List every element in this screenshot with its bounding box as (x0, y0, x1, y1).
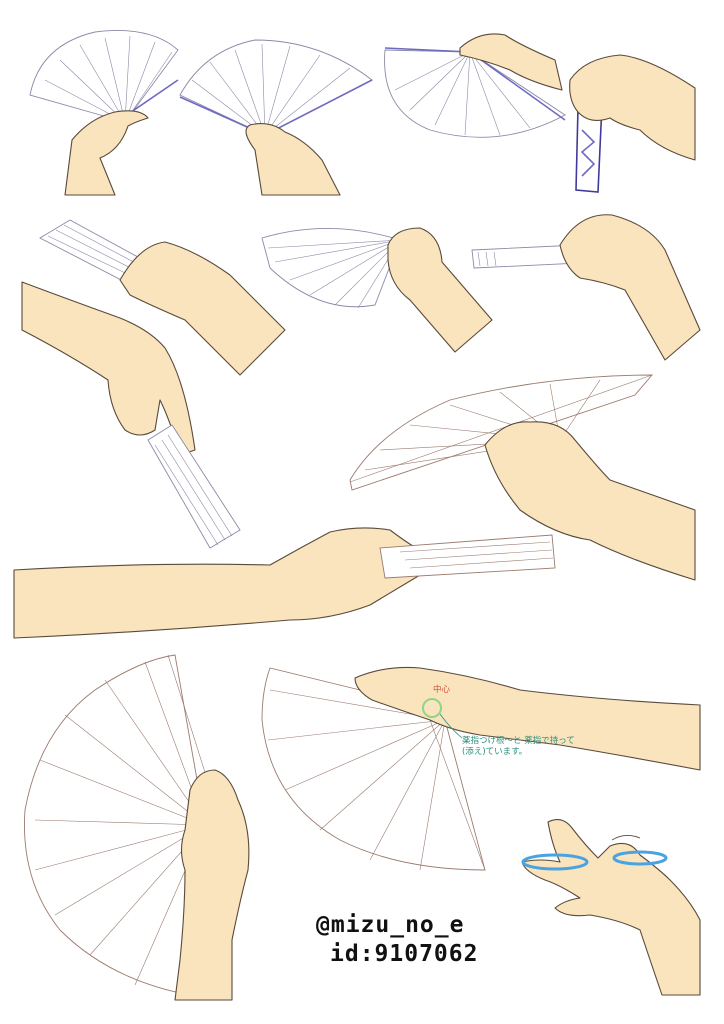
fan-figure-13 (521, 819, 701, 996)
fan-figure-12 (261, 666, 701, 871)
fan-figure-10 (13, 527, 556, 639)
fan-figure-9 (349, 374, 696, 581)
fan-figure-11 (24, 654, 250, 1001)
annotation-note: 薬指つけ根〜と 薬指で持って(添え)ています。 (462, 736, 575, 757)
artist-id: id:9107062 (330, 941, 479, 967)
artist-handle: @mizu_no_e (316, 912, 465, 938)
fan-figure-3 (384, 33, 566, 138)
fan-figure-5 (39, 219, 286, 376)
fan-figure-4 (569, 54, 696, 193)
annotation-center-label: 中心 (433, 685, 451, 695)
fan-figure-7 (471, 214, 701, 361)
fan-figure-8 (21, 281, 241, 549)
fan-figure-1 (29, 30, 179, 196)
fan-figure-6 (261, 227, 493, 353)
fan-figure-2 (179, 39, 373, 196)
